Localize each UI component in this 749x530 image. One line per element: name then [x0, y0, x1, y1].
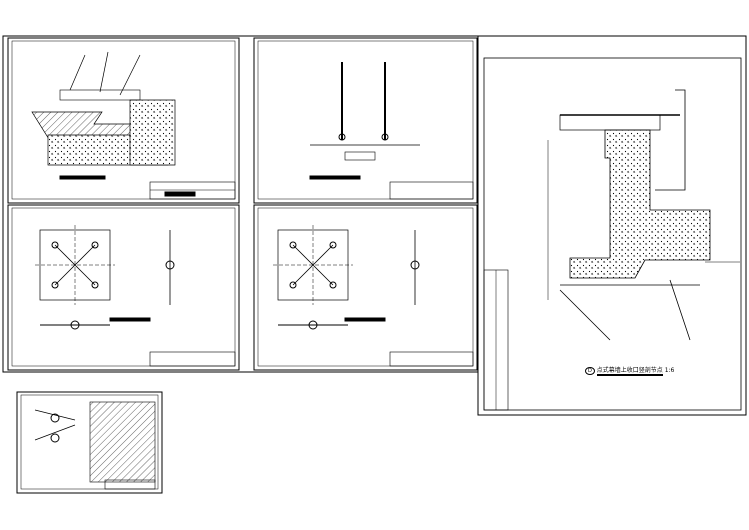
detail-title-text: 点式幕墙上收口竖剖节点 — [596, 367, 663, 376]
detail-scale: 1:6 — [664, 367, 675, 374]
panel-right-main-detail — [477, 35, 747, 416]
panel-top-left — [7, 37, 240, 204]
detail-marker: D — [585, 367, 595, 375]
panel-middle-middle — [253, 204, 478, 371]
group-frame — [2, 35, 479, 373]
panel-top-middle — [253, 37, 478, 204]
panel-bottom-left — [16, 391, 163, 494]
main-detail-title: D 点式幕墙上收口竖剖节点 1:6 — [585, 365, 675, 376]
panel-middle-left — [7, 204, 240, 371]
